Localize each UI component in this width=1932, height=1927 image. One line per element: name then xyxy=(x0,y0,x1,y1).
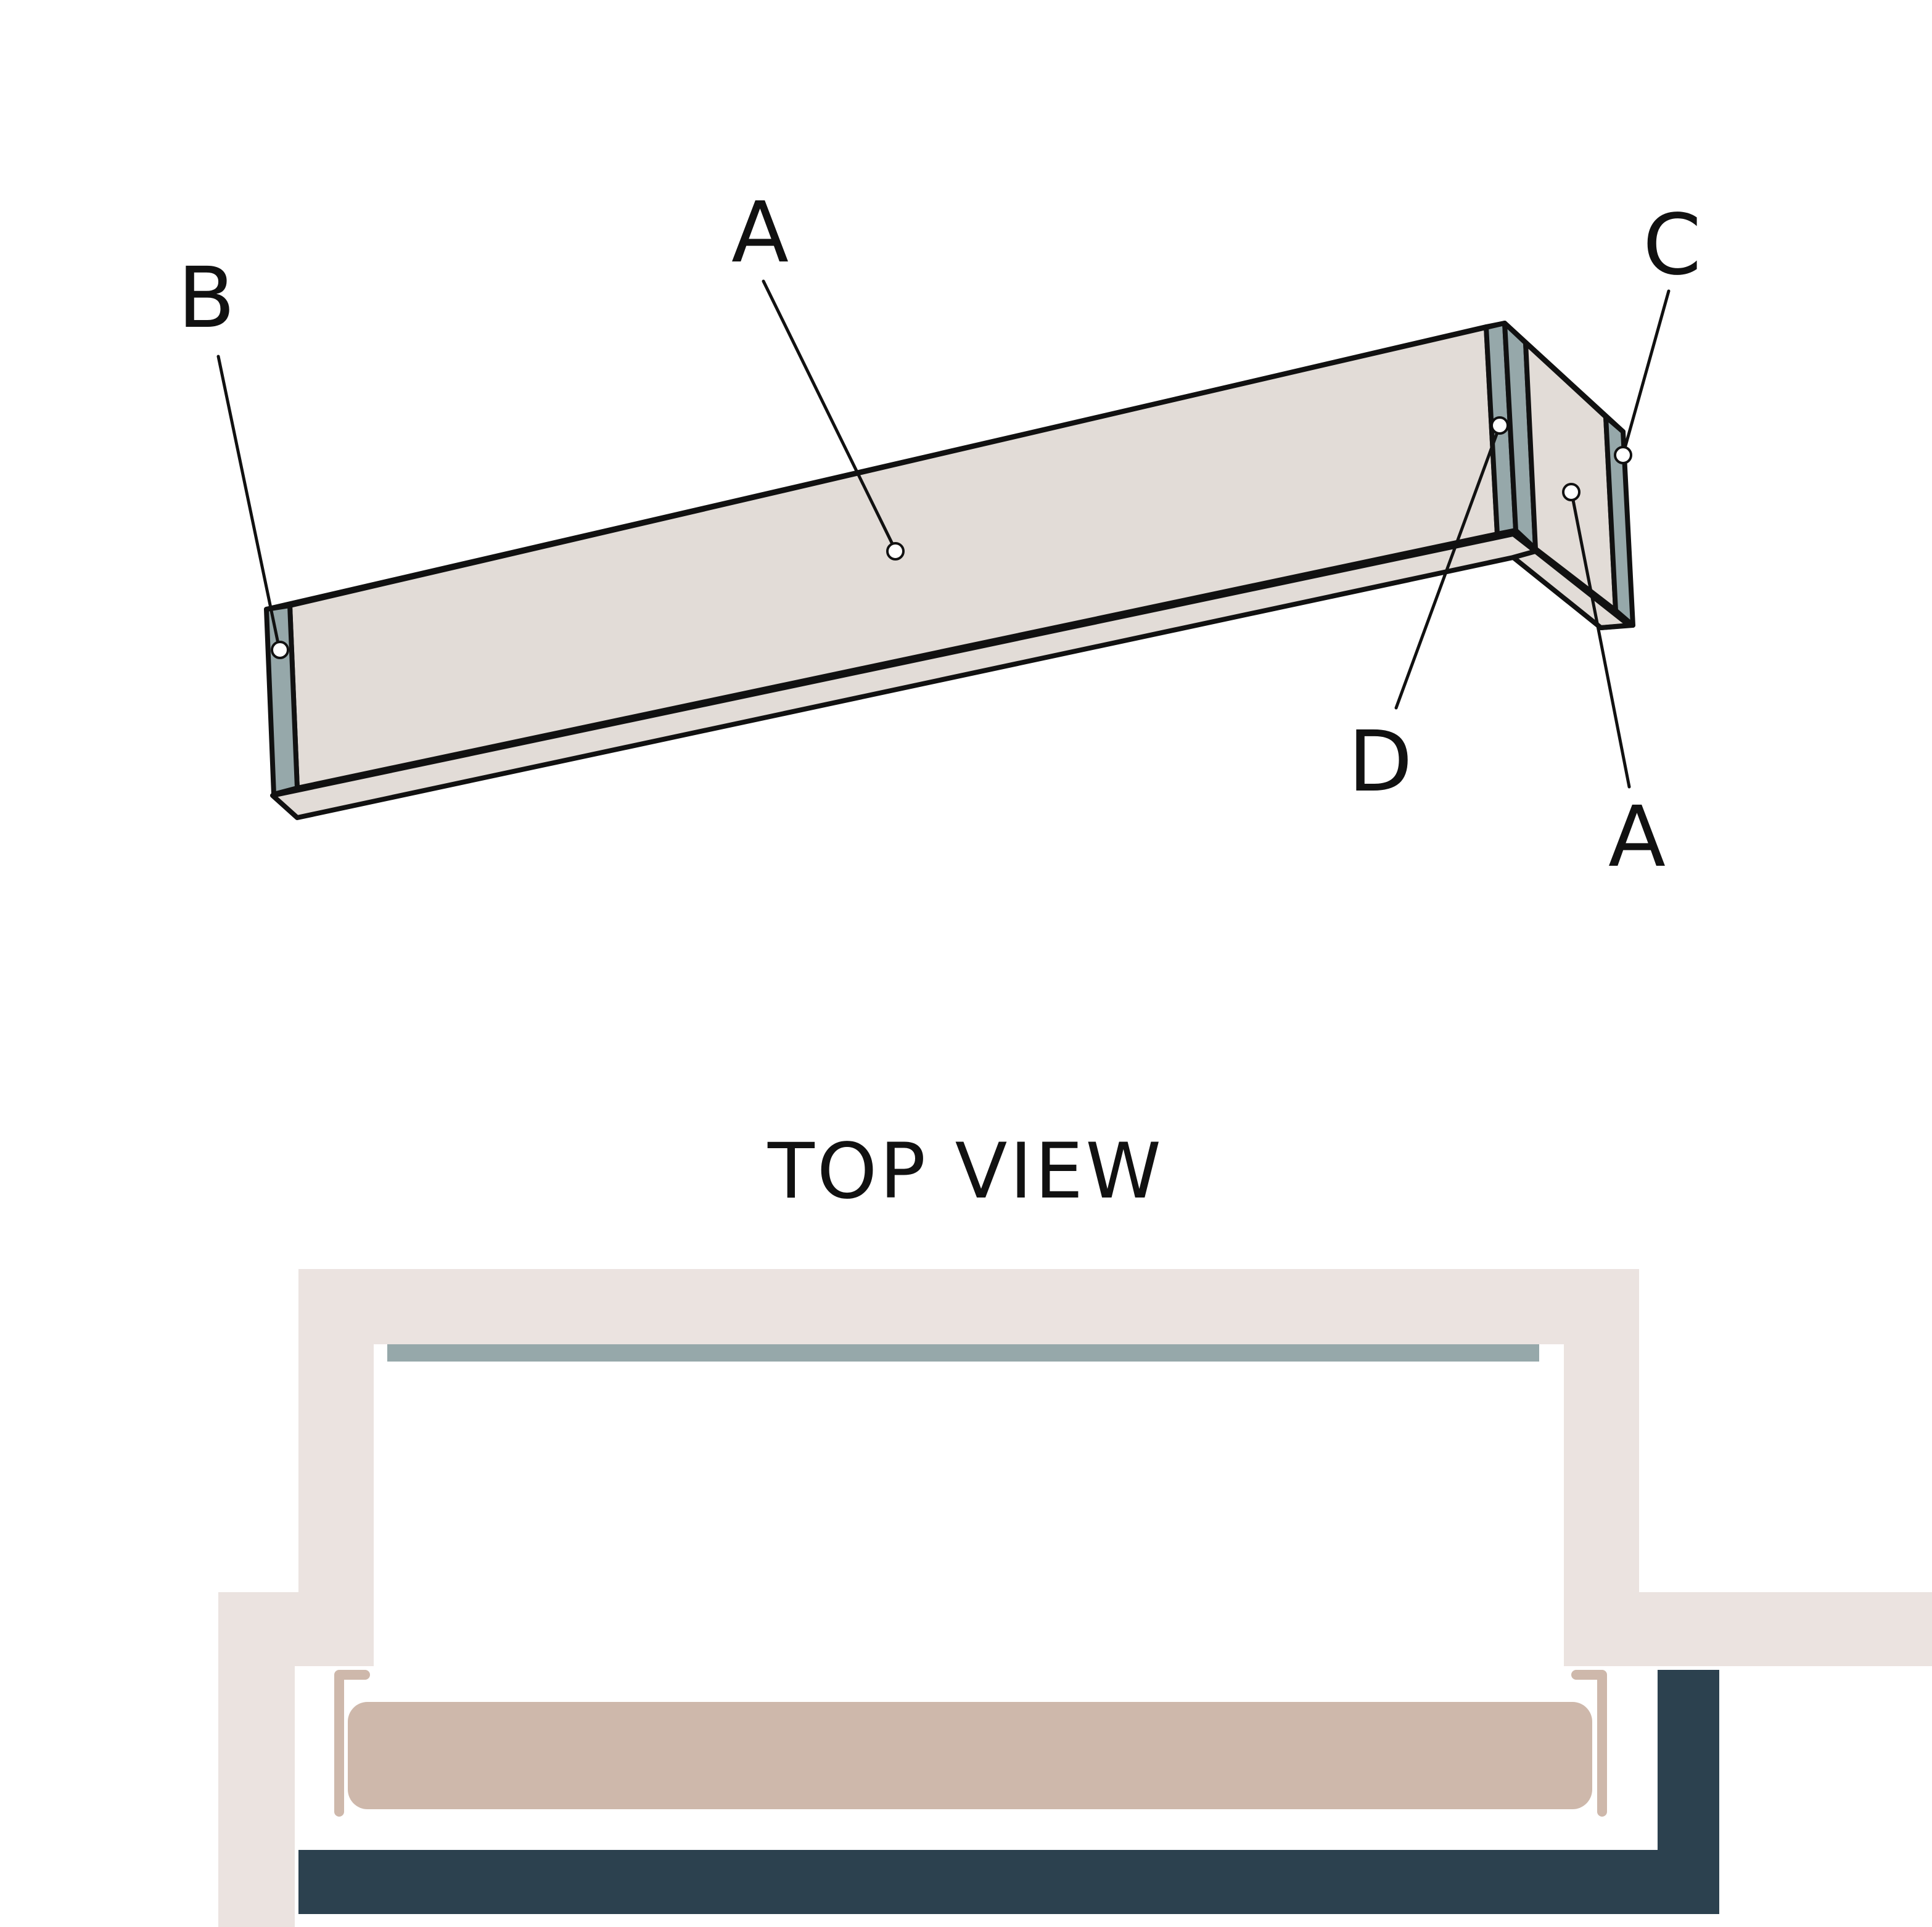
top-view-section xyxy=(218,1269,1932,1927)
marker-a-front xyxy=(886,542,905,561)
curtain-rail xyxy=(387,1344,1539,1362)
bracket-left xyxy=(334,1670,370,1817)
label-b: B xyxy=(178,250,235,347)
window-frame xyxy=(298,1670,1719,1914)
leader-a-return xyxy=(1571,495,1631,789)
label-a-front: A xyxy=(731,184,789,282)
cornice-top-outline xyxy=(264,321,1626,612)
label-c: C xyxy=(1643,197,1701,294)
cornice-section xyxy=(218,1269,1932,1927)
leader-b xyxy=(216,355,281,648)
leader-a-front xyxy=(762,279,896,549)
label-a-return: A xyxy=(1608,789,1666,886)
leader-c xyxy=(1622,289,1671,452)
callout-leaders xyxy=(216,279,1671,789)
marker-b xyxy=(271,641,289,659)
label-d: D xyxy=(1348,713,1413,811)
marker-d xyxy=(1490,416,1509,435)
left-end-edge-b xyxy=(264,603,300,797)
bracket-right xyxy=(1571,1670,1607,1817)
top-view-title: TOP VIEW xyxy=(767,1127,1164,1216)
cornice-bottom-outline xyxy=(1598,623,1635,630)
callout-labels: A B C D A xyxy=(178,184,1701,886)
leader-d xyxy=(1394,427,1500,710)
marker-c xyxy=(1614,446,1632,464)
curtain-fabric xyxy=(348,1702,1592,1809)
cornice-perspective xyxy=(264,321,1635,820)
marker-a-return xyxy=(1562,483,1581,501)
